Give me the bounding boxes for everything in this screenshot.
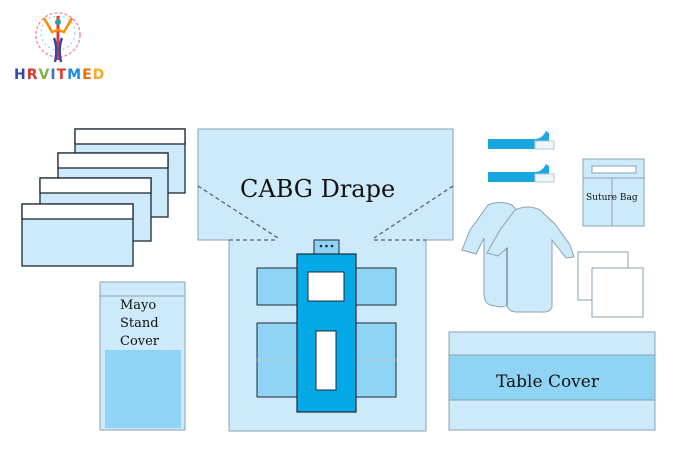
brand-logo-text: HRVITMED <box>14 67 106 83</box>
cabg-drape-label: CABG Drape <box>240 175 396 203</box>
table-cover <box>448 331 656 431</box>
suture-bag <box>582 158 645 227</box>
towel-stack <box>21 128 186 267</box>
suture-bag-label: Suture Bag <box>586 193 638 203</box>
cabg-drape <box>197 128 454 432</box>
mayo-stand-cover <box>99 281 186 431</box>
mayo-label-line2: Stand <box>120 316 159 331</box>
gauze-squares <box>577 251 644 318</box>
surgical-gowns <box>461 202 575 313</box>
adhesive-tape <box>488 131 555 183</box>
mayo-label-line1: Mayo <box>120 298 157 313</box>
table-cover-label: Table Cover <box>496 372 599 392</box>
mayo-label-line3: Cover <box>120 334 160 349</box>
logo-icon <box>35 12 81 63</box>
towel <box>21 203 134 267</box>
